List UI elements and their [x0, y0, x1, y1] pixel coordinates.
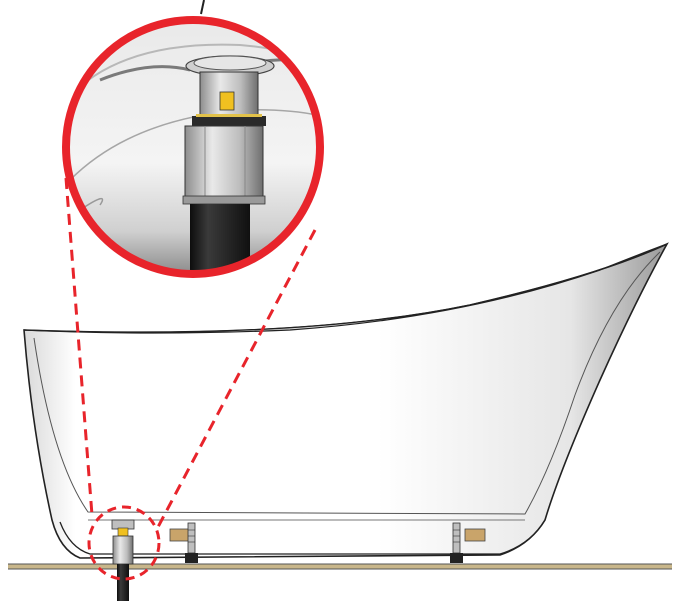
- bathtub-shell: [23, 242, 669, 559]
- zoom-callout: [62, 16, 324, 278]
- left-foot: [169, 522, 198, 563]
- zoom-callout-ring: [62, 16, 324, 278]
- bathtub: [23, 242, 669, 559]
- drain-highlight-circle: [87, 505, 161, 581]
- bathtub-rim: [23, 243, 668, 334]
- bathtub-base: [59, 519, 546, 555]
- callout-leader-lines: [64, 177, 317, 528]
- right-foot: [450, 522, 486, 563]
- drain-assembly: [111, 519, 135, 601]
- bathtub-inner-line: [33, 251, 661, 515]
- floor: [8, 563, 672, 570]
- top-mark: [200, 0, 205, 15]
